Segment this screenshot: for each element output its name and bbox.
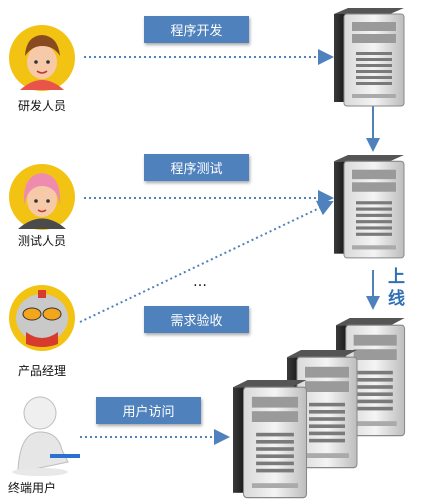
user-access-tag: 用户访问	[96, 397, 201, 424]
tester-avatar-icon	[9, 164, 75, 230]
acceptance-arrow	[79, 200, 334, 323]
end-user-label: 终端用户	[8, 481, 57, 495]
developer-avatar-icon	[9, 25, 75, 91]
acceptance-tag: 需求验收	[144, 306, 249, 333]
developer-label: 研发人员	[18, 99, 67, 113]
product-manager-avatar-icon	[9, 285, 75, 351]
tester-label: 测试人员	[18, 234, 67, 248]
deploy-label: 上 线	[388, 266, 405, 310]
test-tag: 程序测试	[144, 154, 249, 181]
product-manager-label: 产品经理	[18, 364, 67, 378]
end-user-avatar-icon	[12, 396, 80, 476]
deploy-char-1: 上	[388, 267, 405, 287]
ellipsis-text: …	[193, 274, 207, 290]
develop-tag: 程序开发	[144, 16, 249, 43]
deploy-char-2: 线	[388, 289, 405, 309]
